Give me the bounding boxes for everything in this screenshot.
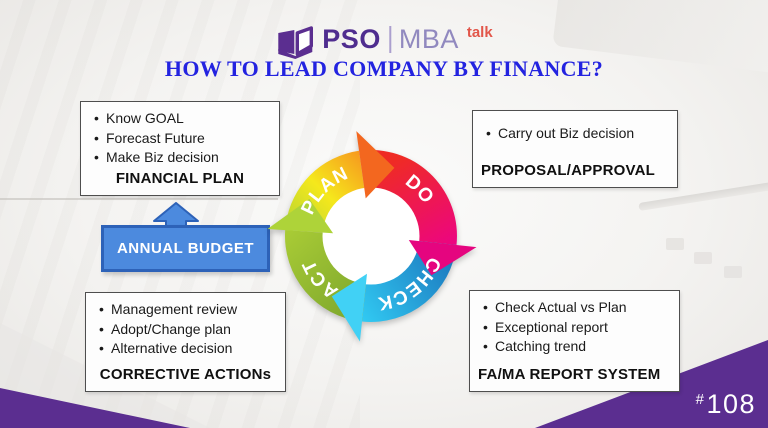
bullet-item: Make Biz decision (89, 148, 271, 168)
background-desk-edge (0, 198, 278, 200)
background-key (666, 238, 684, 250)
bullet-item: Adopt/Change plan (94, 320, 277, 340)
box-heading: PROPOSAL/APPROVAL (481, 162, 655, 179)
bullet-item: Management review (94, 300, 277, 320)
bullet-item: Carry out Biz decision (481, 124, 669, 144)
background-key (724, 266, 742, 278)
slide-number: #108 (696, 389, 756, 420)
corrective-actions-bullets: Management review Adopt/Change plan Alte… (94, 300, 277, 359)
logo-pso-text: PSO (322, 24, 381, 54)
do-arrowhead-icon (408, 240, 477, 276)
financial-plan-bullets: Know GOAL Forecast Future Make Biz decis… (89, 109, 271, 168)
proposal-approval-bullets: Carry out Biz decision (481, 124, 669, 144)
slide-title: HOW TO LEAD COMPANY BY FINANCE? (164, 56, 604, 81)
slide-number-value: 108 (706, 389, 756, 419)
background-key (694, 252, 712, 264)
bullet-item: Alternative decision (94, 339, 277, 359)
bullet-item: Catching trend (478, 337, 671, 357)
cycle-center (322, 187, 420, 285)
logo-talk-text: talk (466, 24, 493, 41)
bullet-item: Check Actual vs Plan (478, 298, 671, 318)
bullet-item: Forecast Future (89, 129, 271, 149)
up-arrow-icon (153, 202, 199, 228)
bullet-item: Exceptional report (478, 318, 671, 338)
bullet-item: Know GOAL (89, 109, 271, 129)
act-arrowhead-icon (267, 198, 334, 234)
box-heading: FINANCIAL PLAN (115, 170, 245, 187)
logo-divider (388, 26, 391, 53)
slide-number-hash: # (695, 391, 706, 408)
logo-mba-text: MBA (398, 24, 459, 54)
box-heading: FA/MA REPORT SYSTEM (478, 366, 661, 383)
check-arrowhead-icon (331, 273, 367, 342)
pdca-cycle-diagram: PLAN DO CHECK ACT (267, 131, 477, 342)
fama-report-bullets: Check Actual vs Plan Exceptional report … (478, 298, 671, 357)
pso-mba-talk-logo: PSO MBA talk (275, 23, 493, 59)
corrective-actions-box: Management review Adopt/Change plan Alte… (85, 292, 286, 392)
fama-report-box: Check Actual vs Plan Exceptional report … (469, 290, 680, 392)
annual-budget-label: ANNUAL BUDGET (101, 225, 270, 272)
proposal-approval-box: Carry out Biz decision PROPOSAL/APPROVAL (472, 110, 678, 188)
financial-plan-box: Know GOAL Forecast Future Make Biz decis… (80, 101, 280, 196)
box-heading: CORRECTIVE ACTIONs (99, 366, 272, 383)
plan-arrowhead-icon (356, 131, 395, 199)
open-book-icon (278, 26, 313, 59)
